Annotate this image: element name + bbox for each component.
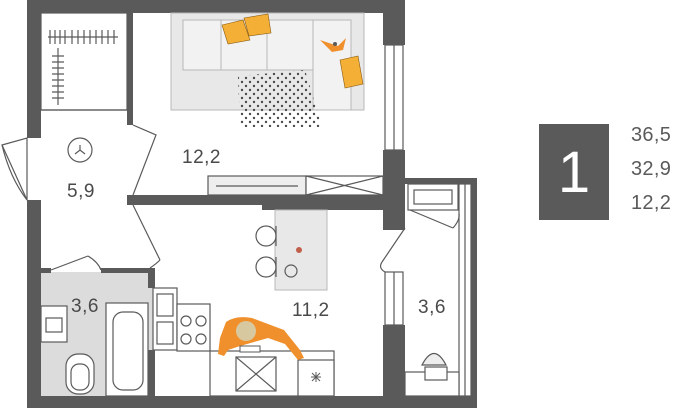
living-room-area: 12,2 xyxy=(182,147,221,168)
cup-icon xyxy=(296,247,302,253)
kitchen-counter xyxy=(209,350,335,397)
ceiling-lamp-icon xyxy=(67,137,93,163)
bathroom-area: 3,6 xyxy=(71,296,99,317)
floor-plan xyxy=(1,0,477,408)
sink xyxy=(40,305,68,343)
tv-cabinet xyxy=(207,175,384,196)
toilet xyxy=(65,353,95,395)
bathtub xyxy=(105,302,149,397)
kitchen-area: 11,2 xyxy=(292,300,330,321)
balcony-cabinet xyxy=(407,183,459,211)
dotted-rug xyxy=(238,70,322,127)
plate-icon xyxy=(284,264,298,278)
bar-stools xyxy=(255,225,277,278)
hall-area: 5,9 xyxy=(67,181,95,202)
walls xyxy=(27,0,477,408)
bathroom-door xyxy=(50,204,161,271)
apartment-summary: 1 36,5 32,9 12,2 xyxy=(539,124,684,220)
living-area: 32,9 xyxy=(631,158,672,180)
stove xyxy=(176,303,211,352)
fridge-snowflake-icon xyxy=(311,372,321,382)
balcony-desk xyxy=(404,352,460,397)
windows xyxy=(384,44,472,397)
cushions xyxy=(221,13,364,89)
wardrobe xyxy=(40,12,128,111)
shaft xyxy=(152,287,178,351)
rooms-count-badge: 1 xyxy=(539,124,609,220)
balcony-door xyxy=(379,209,460,273)
cat-icon xyxy=(320,38,346,52)
person-icon xyxy=(218,317,304,360)
room-area: 12,2 xyxy=(631,192,672,214)
total-area: 36,5 xyxy=(631,124,672,146)
balcony-area: 3,6 xyxy=(418,297,446,318)
entrance-door xyxy=(1,124,157,201)
